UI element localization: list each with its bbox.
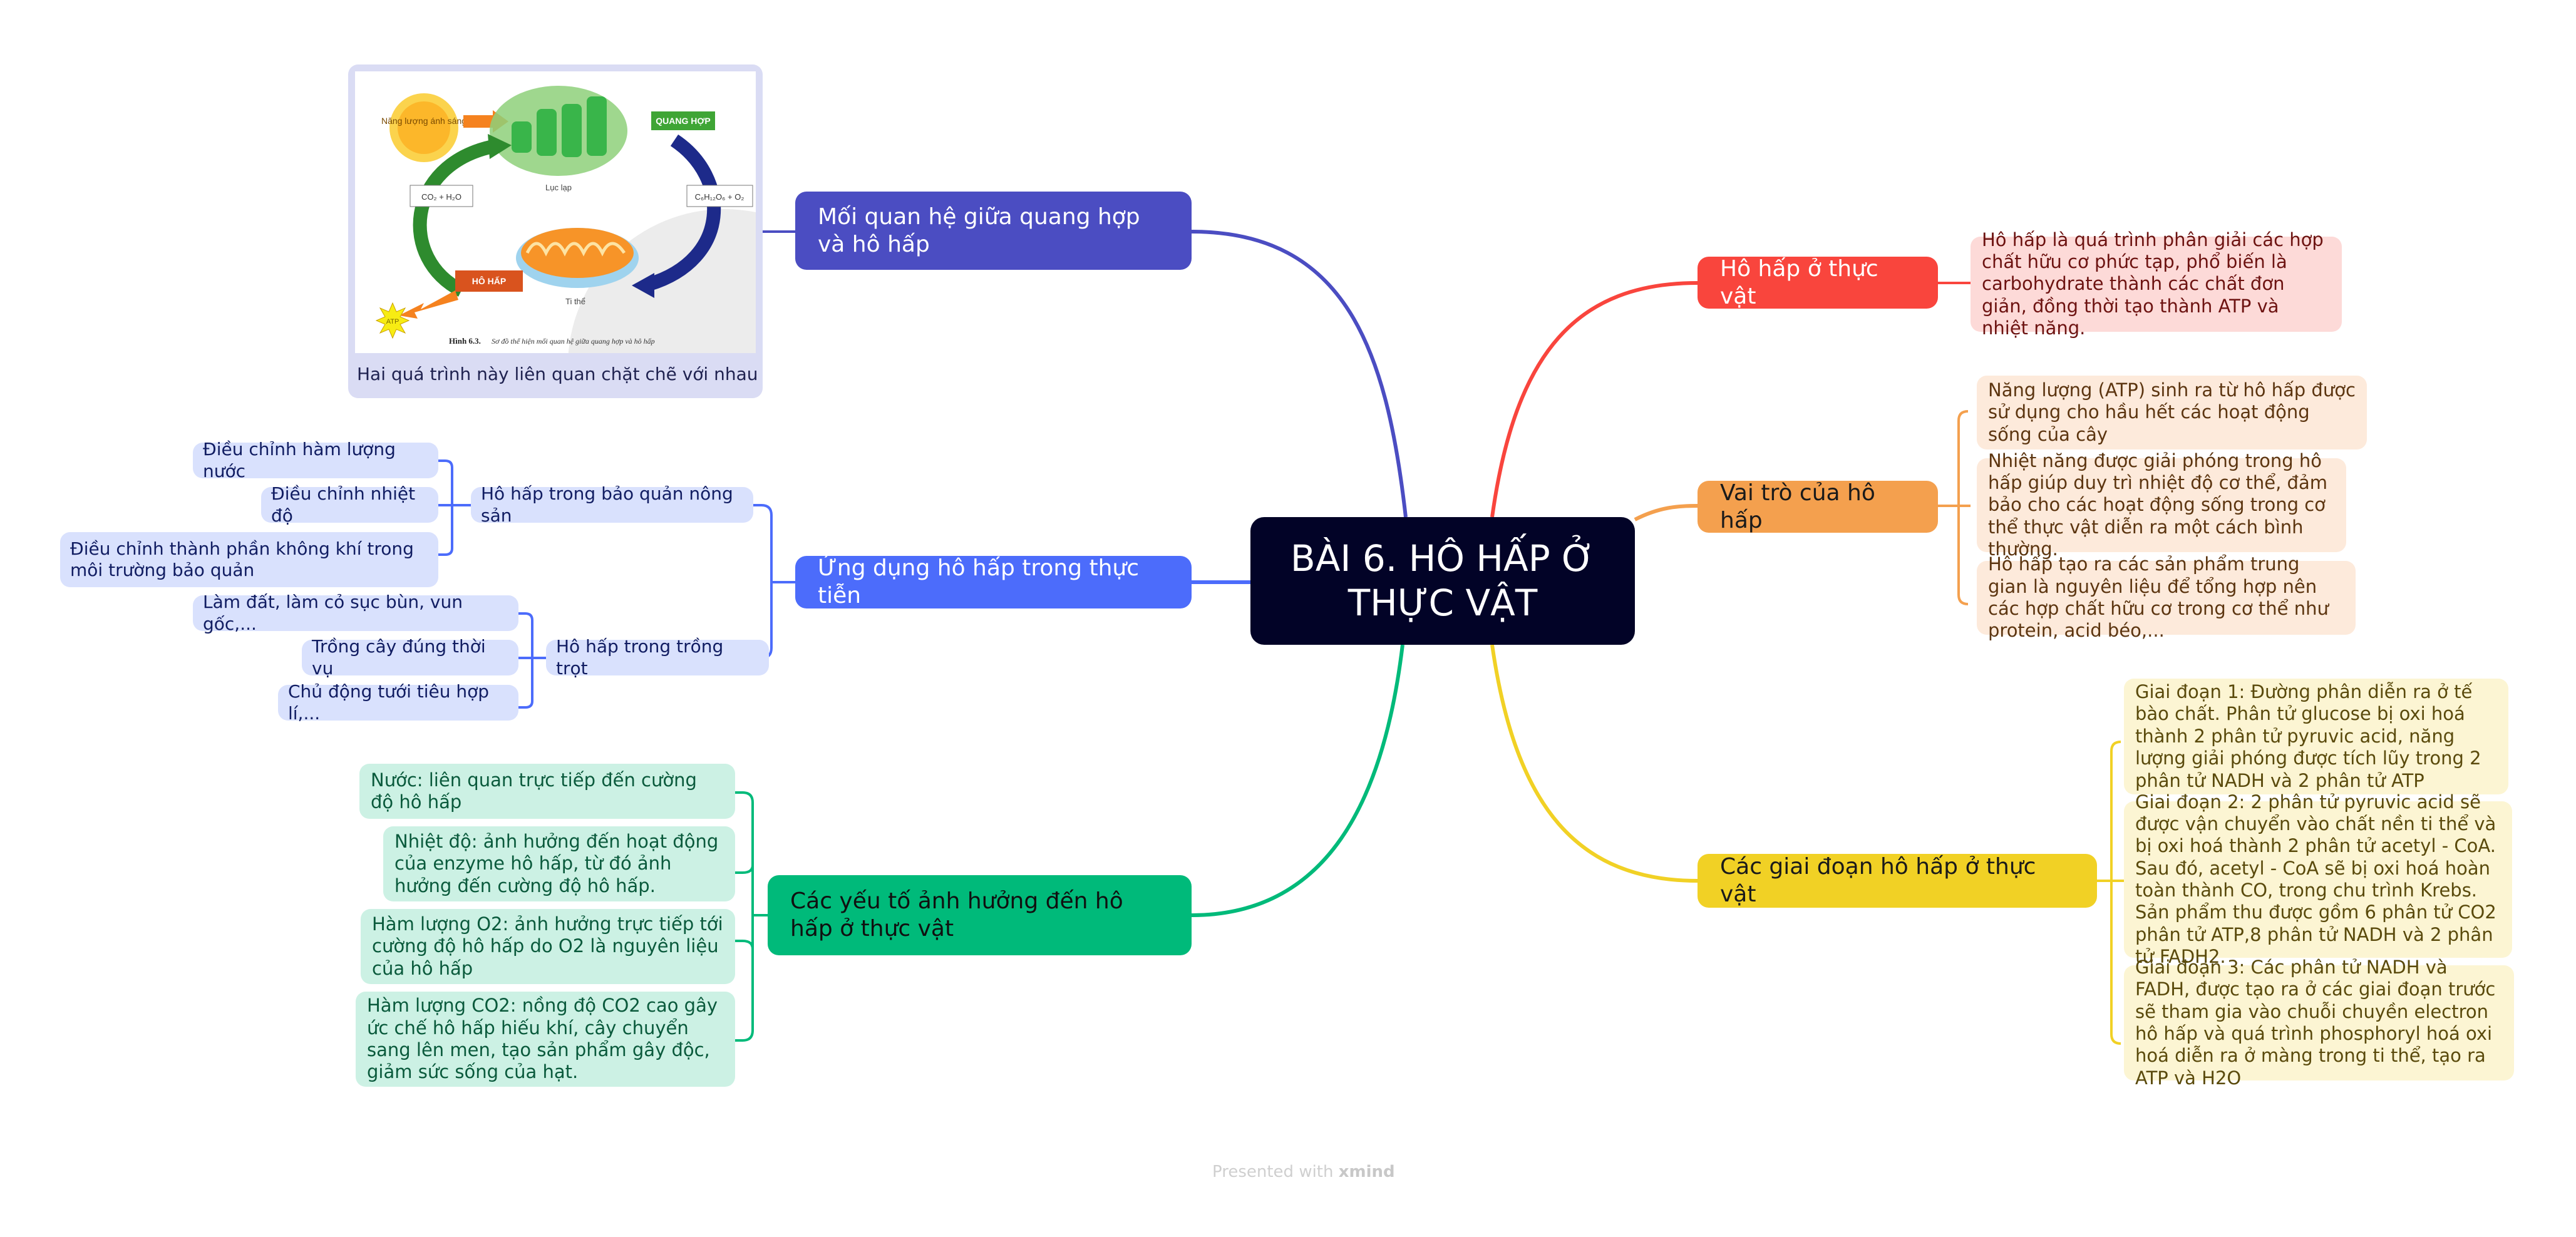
figure-caption: Sơ đồ thể hiện mối quan hệ giữa quang hợ… bbox=[492, 337, 655, 346]
topic-influencing-factors[interactable]: Các yếu tố ảnh hưởng đến hô hấp ở thực v… bbox=[768, 875, 1192, 955]
connector-role bbox=[1634, 504, 1698, 521]
subtopic-label: Hô hấp trong bảo quản nông sản bbox=[481, 483, 733, 526]
photosynthesis-badge bbox=[651, 111, 715, 130]
input-arrow bbox=[413, 140, 495, 297]
atp-arrow-icon bbox=[399, 290, 458, 319]
leaf-text: Làm đất, làm cỏ sục bùn, vun gốc,... bbox=[203, 592, 463, 634]
connector-factors-bracket bbox=[735, 791, 768, 1042]
connector-storage-bracket bbox=[438, 459, 471, 556]
inputs-label: CO₂ + H₂O bbox=[421, 192, 461, 202]
leaf-planting-season[interactable]: Trồng cây đúng thời vụ bbox=[302, 636, 518, 679]
xmind-logo[interactable]: xmind bbox=[1338, 1163, 1395, 1181]
topic-label: Vai trò của hô hấp bbox=[1720, 480, 1875, 533]
topic-label: Các giai đoạn hô hấp ở thực vật bbox=[1720, 854, 2036, 907]
note-respiration-definition[interactable]: Hô hấp là quá trình phân giải các hợp ch… bbox=[1971, 229, 2342, 339]
leaf-adjust-air[interactable]: Điều chỉnh thành phần không khí trong mô… bbox=[60, 532, 438, 587]
leaf-text: Điều chỉnh hàm lượng nước bbox=[203, 439, 396, 481]
connector-factors bbox=[1191, 644, 1404, 917]
sun-label: Năng lượng ánh sáng bbox=[381, 116, 466, 126]
connector-application-bracket bbox=[753, 504, 795, 659]
leaf-adjust-temperature[interactable]: Điều chỉnh nhiệt độ bbox=[261, 483, 438, 526]
subtopic-storage[interactable]: Hô hấp trong bảo quản nông sản bbox=[471, 483, 753, 526]
leaf-soil-work[interactable]: Làm đất, làm cỏ sục bùn, vun gốc,... bbox=[193, 592, 518, 634]
input-arrowhead bbox=[488, 134, 512, 159]
connector-respiration bbox=[1490, 281, 1698, 518]
mitochondrion-inner bbox=[521, 228, 634, 278]
subtopic-cultivation[interactable]: Hô hấp trong trồng trọt bbox=[546, 636, 769, 679]
note-text: Giai đoạn 1: Đường phân diễn ra ở tế bào… bbox=[2135, 681, 2481, 791]
leaf-adjust-water[interactable]: Điều chỉnh hàm lượng nước bbox=[193, 439, 438, 481]
note-text: Hô hấp tạo ra các sản phẩm trung gian là… bbox=[1988, 553, 2329, 642]
sun-core bbox=[398, 101, 450, 154]
note-stage-1[interactable]: Giai đoạn 1: Đường phân diễn ra ở tế bào… bbox=[2124, 679, 2508, 794]
note-factor-co2[interactable]: Hàm lượng CO2: nồng độ CO2 cao gây ức ch… bbox=[356, 992, 735, 1087]
respiration-badge bbox=[455, 270, 523, 292]
mitochondrion-label: Ti thể bbox=[565, 297, 585, 306]
central-topic[interactable]: BÀI 6. HÔ HẤP Ở THỰC VẬT bbox=[1250, 517, 1635, 645]
note-text: Nhiệt năng được giải phóng trong hô hấp … bbox=[1988, 449, 2327, 560]
note-factor-temperature[interactable]: Nhiệt độ: ảnh hưởng đến hoạt động của en… bbox=[383, 826, 735, 901]
note-text: Nước: liên quan trực tiếp đến cường độ h… bbox=[371, 769, 697, 813]
thylakoid-stacks bbox=[512, 96, 607, 157]
note-text: Giai đoạn 2: 2 phân tử pyruvic acid sẽ đ… bbox=[2135, 791, 2496, 968]
connector-relationship bbox=[1191, 230, 1408, 518]
leaf-text: Điều chỉnh nhiệt độ bbox=[271, 483, 416, 526]
note-text: Nhiệt độ: ảnh hưởng đến hoạt động của en… bbox=[394, 830, 719, 896]
note-role-atp[interactable]: Năng lượng (ATP) sinh ra từ hô hấp được … bbox=[1977, 376, 2367, 449]
topic-respiration-in-plants[interactable]: Hô hấp ở thực vật bbox=[1698, 255, 1938, 309]
cristae bbox=[525, 242, 626, 257]
note-factor-oxygen[interactable]: Hàm lượng O2: ảnh hưởng trực tiếp tới cư… bbox=[361, 909, 735, 984]
presented-with-footer: Presented with xmind bbox=[1212, 1163, 1395, 1181]
connector-stages-bracket bbox=[2097, 741, 2124, 1045]
note-text: Giai đoạn 3: Các phân tử NADH và FADH, đ… bbox=[2135, 956, 2496, 1089]
connector-cultivation-bracket bbox=[518, 612, 546, 709]
diagram-image: Năng lượng ánh sáng Lục lạp QUANG HỢP C₆… bbox=[355, 71, 756, 353]
outputs-box bbox=[686, 185, 753, 207]
outputs-label: C₆H₁₂O₆ + O₂ bbox=[695, 192, 744, 202]
topic-label: Ứng dụng hô hấp trong thực tiễn bbox=[818, 555, 1140, 608]
image-caption: Hai quá trình này liên quan chặt chẽ với… bbox=[357, 364, 758, 384]
note-text: Năng lượng (ATP) sinh ra từ hô hấp được … bbox=[1988, 379, 2356, 445]
footer-prefix: Presented with bbox=[1212, 1163, 1334, 1181]
central-topic-label: BÀI 6. HÔ HẤP Ở THỰC VẬT bbox=[1290, 537, 1595, 624]
output-arrow bbox=[647, 134, 721, 291]
respiration-label: HÔ HẤP bbox=[472, 275, 506, 286]
topic-role-of-respiration[interactable]: Vai trò của hô hấp bbox=[1698, 480, 1938, 533]
connector-stages bbox=[1490, 644, 1698, 883]
note-role-intermediates[interactable]: Hô hấp tạo ra các sản phẩm trung gian là… bbox=[1977, 553, 2356, 641]
topic-label: Hô hấp ở thực vật bbox=[1720, 255, 1878, 309]
figure-number: Hình 6.3. bbox=[449, 336, 481, 346]
note-text: Hàm lượng O2: ảnh hưởng trực tiếp tới cư… bbox=[372, 913, 723, 979]
note-factor-water[interactable]: Nước: liên quan trực tiếp đến cường độ h… bbox=[359, 764, 735, 819]
topic-label: Các yếu tố ảnh hưởng đến hô hấp ở thực v… bbox=[790, 888, 1123, 942]
atp-star-icon bbox=[375, 302, 410, 339]
topic-practical-applications[interactable]: Ứng dụng hô hấp trong thực tiễn bbox=[795, 555, 1192, 608]
topic-respiration-stages[interactable]: Các giai đoạn hô hấp ở thực vật bbox=[1698, 854, 2097, 908]
leaf-text: Trồng cây đúng thời vụ bbox=[312, 636, 486, 679]
leaf-irrigation[interactable]: Chủ động tưới tiêu hợp lí,... bbox=[278, 681, 518, 724]
note-text: Hô hấp là quá trình phân giải các hợp ch… bbox=[1982, 228, 2324, 339]
note-text: Hàm lượng CO2: nồng độ CO2 cao gây ức ch… bbox=[367, 995, 718, 1083]
inputs-box bbox=[410, 185, 473, 207]
topic-label: Mối quan hệ giữa quang hợp và hô hấp bbox=[818, 203, 1140, 257]
output-arrowhead bbox=[632, 273, 654, 298]
photosynthesis-label: QUANG HỢP bbox=[656, 116, 710, 126]
leaf-text: Điều chỉnh thành phần không khí trong mô… bbox=[70, 538, 414, 580]
note-role-heat[interactable]: Nhiệt năng được giải phóng trong hô hấp … bbox=[1977, 450, 2346, 560]
note-stage-2[interactable]: Giai đoạn 2: 2 phân tử pyruvic acid sẽ đ… bbox=[2124, 791, 2512, 967]
note-stage-3[interactable]: Giai đoạn 3: Các phân tử NADH và FADH, đ… bbox=[2124, 957, 2514, 1089]
leaf-text: Chủ động tưới tiêu hợp lí,... bbox=[288, 681, 490, 724]
subtopic-label: Hô hấp trong trồng trọt bbox=[556, 636, 724, 679]
connector-role-bracket bbox=[1938, 410, 1971, 605]
chloroplast-label: Lục lạp bbox=[545, 183, 572, 192]
topic-relationship-photosynthesis-respiration[interactable]: Mối quan hệ giữa quang hợp và hô hấp bbox=[795, 192, 1192, 270]
image-card-relationship[interactable]: Năng lượng ánh sáng Lục lạp QUANG HỢP C₆… bbox=[348, 64, 763, 398]
atp-label: ATP bbox=[386, 318, 399, 326]
